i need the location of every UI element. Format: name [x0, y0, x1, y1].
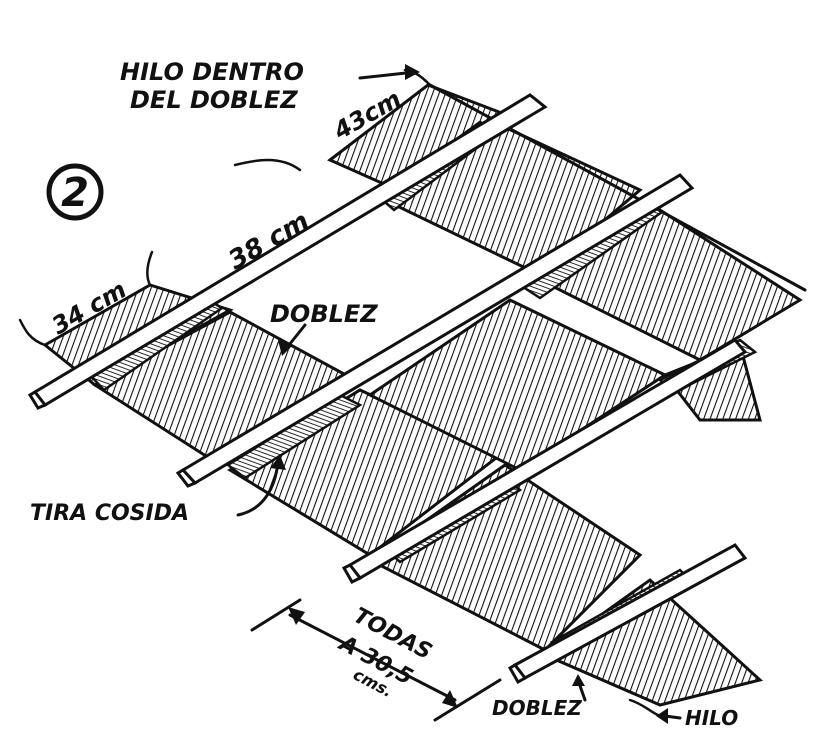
label-thread-inside-fold-1: HILO DENTRO	[120, 58, 304, 86]
label-thread-bottom: HILO	[685, 706, 738, 730]
label-fold-bottom: DOBLEZ	[492, 696, 582, 720]
rods	[27, 93, 748, 685]
arrow-sewn-strip	[236, 460, 280, 517]
figure-number-badge: 2	[46, 163, 104, 221]
label-fold-middle: DOBLEZ	[270, 300, 378, 328]
rod-3-end	[341, 563, 363, 584]
thread-bottom	[628, 698, 662, 718]
thread-top	[233, 158, 302, 172]
dim-arrowhead-left	[288, 607, 305, 625]
figure-number-circle	[46, 163, 104, 221]
left-strip-panel-d	[367, 463, 643, 652]
arrowhead-thread-bottom	[656, 708, 668, 724]
thread-left-top	[146, 250, 154, 287]
dim-line	[288, 613, 457, 702]
left-strip-panel-e	[541, 578, 764, 707]
arrowhead-sewn-strip	[270, 455, 286, 470]
arrowhead-fold-middle	[278, 340, 292, 356]
label-thread-inside-fold-2: DEL DOBLEZ	[130, 86, 298, 114]
rod-2-end	[175, 468, 198, 488]
figure-number: 2	[61, 170, 89, 216]
thread-left	[18, 318, 47, 347]
dim-arrowhead-right	[442, 690, 458, 708]
spacing-dimension: TODAS A 30,5 cms.	[250, 598, 502, 722]
dim-tick-left	[250, 598, 302, 632]
dim-tick-right	[433, 678, 502, 722]
arrowhead-thread-inside-fold	[405, 64, 420, 80]
label-sewn-strip: TIRA COSIDA	[30, 501, 189, 526]
top-woven-strip	[327, 83, 807, 362]
arrowhead-fold-bottom	[572, 674, 585, 686]
rod-4-end	[507, 663, 528, 685]
rod-1-end	[27, 390, 48, 410]
